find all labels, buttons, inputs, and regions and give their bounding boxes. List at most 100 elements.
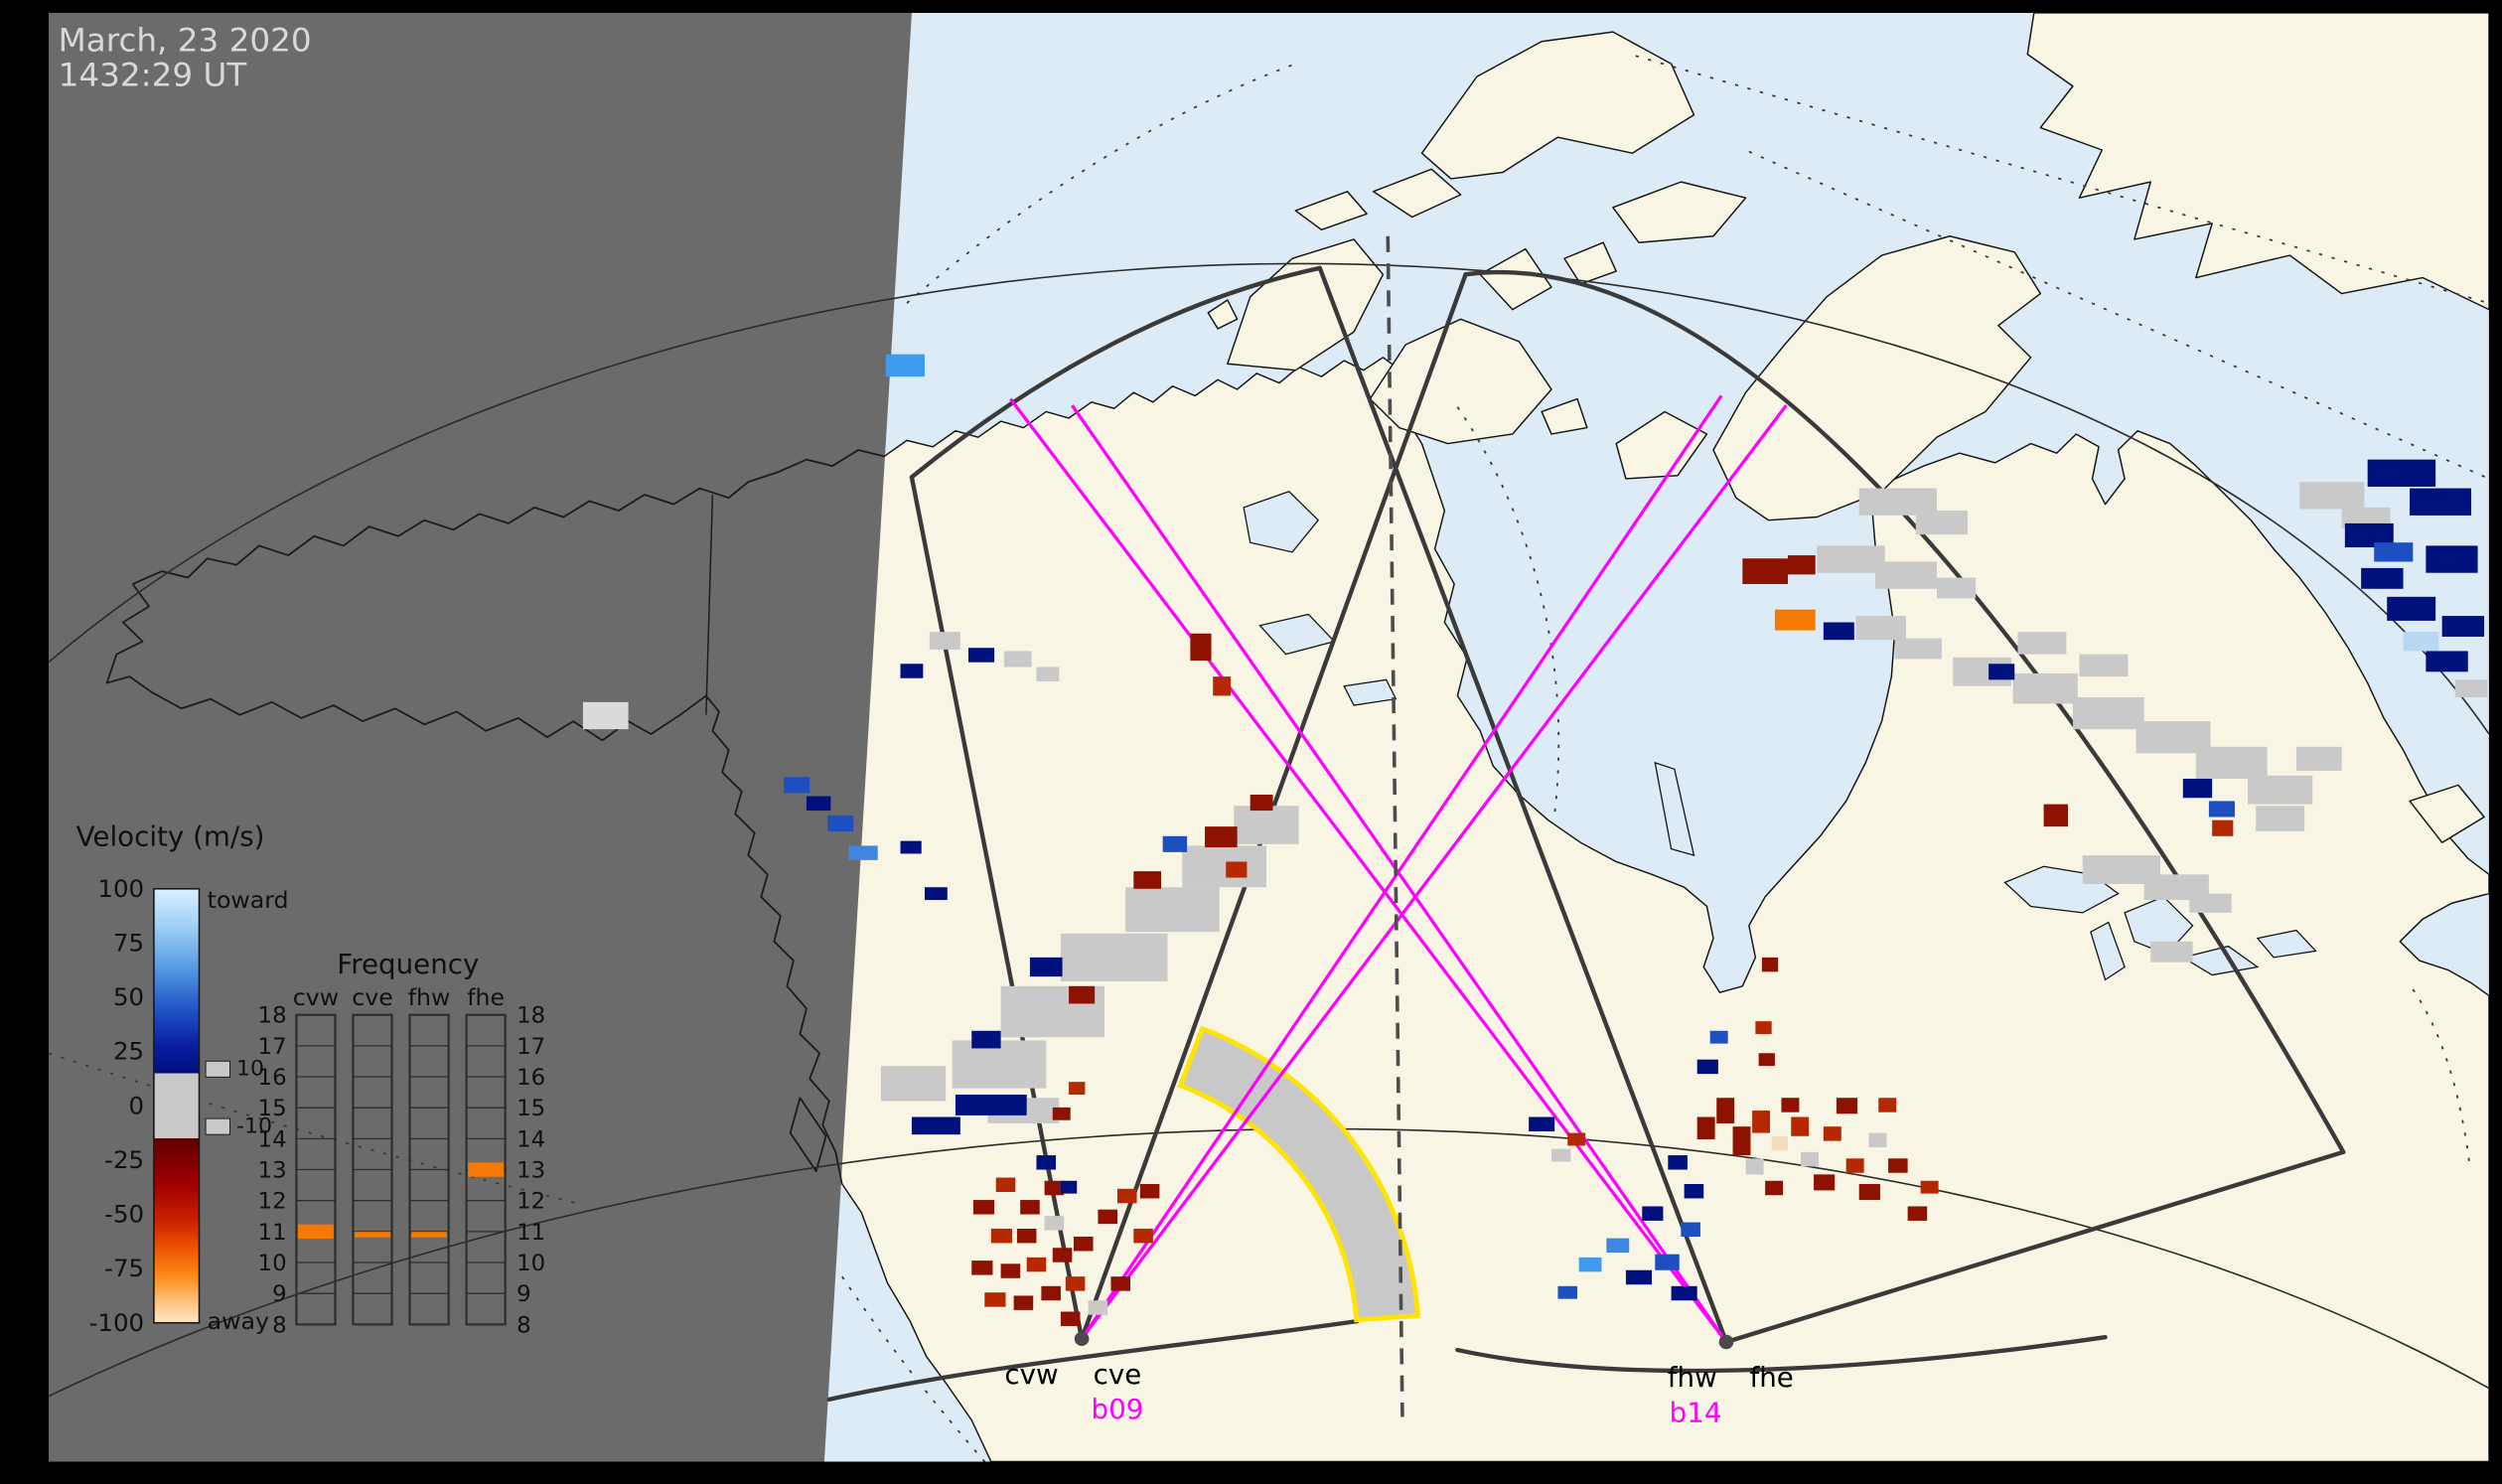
echo-cell (1875, 561, 1937, 589)
label-fhe: fhe (1750, 1362, 1794, 1394)
timestamp: March, 23 2020 1432:29 UT (59, 22, 312, 94)
beam-b14-edge-2 (1070, 404, 1728, 1343)
velocity-tick-label: 0 (129, 1091, 145, 1119)
echo-cell (1226, 861, 1248, 878)
colorbar-toward-segment (153, 888, 200, 1074)
echo-cell (1845, 1158, 1864, 1173)
frequency-axis-label-right: 12 (516, 1189, 545, 1215)
echo-cell (2403, 632, 2439, 652)
echo-cell (1936, 577, 1977, 599)
echo-cell (1020, 1200, 1040, 1215)
echo-cell (1774, 609, 1816, 631)
echo-cell (1709, 1030, 1728, 1044)
fov-near-arc-east (1455, 1335, 2108, 1374)
echo-cell (1655, 1254, 1680, 1270)
lake-winnipeg (1654, 761, 1695, 856)
frequency-axis-label-left: 11 (258, 1220, 287, 1246)
frame-bottom (0, 1461, 2502, 1484)
echo-cell (1065, 1276, 1086, 1291)
echo-cell (967, 648, 995, 663)
frame-top (0, 0, 2502, 13)
frequency-axis-label-right: 9 (516, 1281, 531, 1307)
echo-cell (1606, 1238, 1630, 1254)
echo-cell (1182, 845, 1266, 888)
echo-cell (2387, 596, 2436, 621)
echo-cell (1088, 1300, 1108, 1315)
lake-erie (2181, 945, 2260, 976)
label-b09: b09 (1092, 1394, 1144, 1425)
frequency-mark-fhw (411, 1232, 447, 1238)
echo-cell (1116, 1188, 1137, 1204)
echo-cell (1855, 616, 1907, 641)
echo-cell (848, 845, 878, 860)
echo-cell (1755, 1021, 1772, 1034)
echo-cell (1069, 985, 1096, 1004)
echo-cell (1162, 835, 1188, 852)
gray-range-swatch-lower (205, 1117, 231, 1135)
frame-left (0, 0, 49, 1484)
echo-cell (1060, 1311, 1081, 1326)
frequency-axis-label-left: 17 (258, 1034, 287, 1060)
echo-cell (2072, 697, 2144, 730)
echo-cell (1817, 545, 1885, 573)
alaska-yukon-border (705, 494, 714, 715)
echo-cell (900, 840, 922, 854)
echo-cell (1758, 1053, 1775, 1067)
echo-cell (2182, 778, 2213, 799)
echo-cell (1044, 1216, 1065, 1231)
echo-cell (1529, 1116, 1555, 1131)
fov-edge-fh-west (1317, 265, 1729, 1345)
frequency-axis-label-right: 18 (516, 1003, 545, 1029)
echo-cell (784, 777, 810, 794)
frequency-axis-label-left: 16 (258, 1065, 287, 1091)
frequency-axis-label-left: 15 (258, 1096, 287, 1121)
echo-cell (1888, 1158, 1908, 1173)
echo-cell (2017, 632, 2067, 655)
frequency-axis-label-right: 17 (516, 1034, 545, 1060)
echo-cell (1752, 1111, 1771, 1133)
timestamp-date: March, 23 2020 (59, 22, 312, 60)
echo-cell (2341, 507, 2391, 528)
label-fhw: fhw (1668, 1362, 1717, 1394)
timestamp-time: 1432:29 UT (59, 57, 247, 94)
echo-cell (582, 701, 629, 730)
echo-cell (1787, 555, 1816, 575)
frequency-axis-label-left: 18 (258, 1003, 287, 1029)
echo-cell (1110, 1276, 1131, 1291)
echo-cell (2410, 488, 2472, 516)
echo-cell (1013, 1295, 1034, 1310)
echo-cell (1069, 1082, 1086, 1096)
frequency-axis-label-right: 14 (516, 1127, 545, 1153)
frequency-axis-label-right: 13 (516, 1158, 545, 1184)
echo-cell (1668, 1155, 1688, 1170)
echo-cell (2208, 801, 2235, 817)
echo-cell (1765, 1180, 1784, 1196)
gray-range-upper-label: 10 (236, 1057, 264, 1082)
echo-cell (1988, 664, 2015, 680)
echo-cell (1671, 1285, 1697, 1301)
echo-cell (1550, 1148, 1571, 1162)
frequency-mark-cve (355, 1232, 390, 1238)
lake-ontario (2256, 929, 2317, 959)
echo-cell (1133, 1228, 1153, 1244)
away-label: away (208, 1307, 269, 1335)
graticule-dotted-2 (1748, 150, 2489, 480)
velocity-tick-label: 100 (97, 874, 144, 903)
echo-layer (582, 354, 2488, 1326)
echo-cell (1791, 1116, 1810, 1136)
echo-cell (1732, 1126, 1751, 1156)
echo-cell (971, 1261, 993, 1275)
echo-cell (1823, 622, 1854, 641)
echo-cell (1836, 1098, 1858, 1114)
velocity-tick-label: 25 (113, 1037, 144, 1066)
echo-cell (2212, 819, 2234, 836)
echo-cell (1801, 1151, 1819, 1167)
range-gate-highlight-arc (1177, 1025, 1421, 1323)
echo-cell (1557, 1285, 1578, 1299)
radar-site-dot-fh (1718, 1334, 1734, 1350)
velocity-tick-label: 75 (113, 929, 144, 958)
echo-cell (2299, 482, 2365, 510)
